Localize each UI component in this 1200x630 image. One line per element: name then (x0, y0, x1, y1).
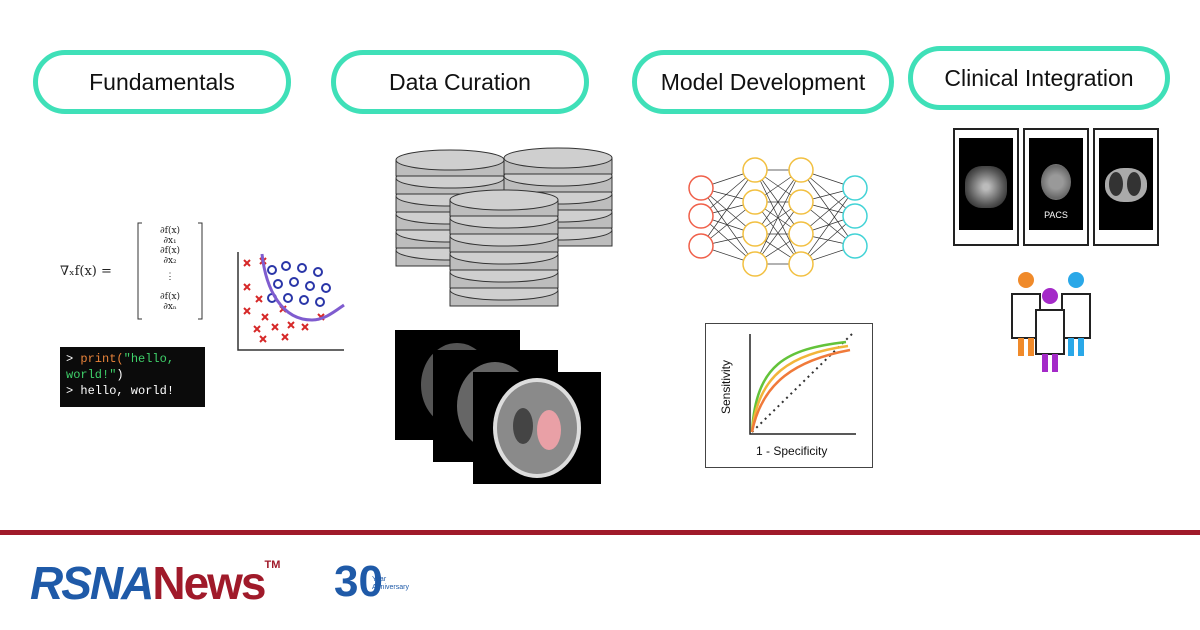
classification-plot-icon (237, 252, 345, 351)
code-terminal: > print("hello, world!") > hello, world! (60, 347, 205, 407)
footer-divider (0, 530, 1200, 535)
clinicians-icon (1011, 272, 1091, 372)
svg-text:∇ₓf(x) =: ∇ₓf(x) = (60, 264, 112, 279)
svg-text:∂f(x): ∂f(x) (160, 225, 180, 236)
svg-text:∂f(x): ∂f(x) (160, 291, 180, 302)
anniversary-label: Year Anniversary (372, 576, 409, 591)
model-development-pill: Model Development (632, 50, 894, 114)
roc-curve-panel: Sensitivity 1 - Specificity (705, 323, 873, 468)
fundamentals-pill: Fundamentals (33, 50, 291, 114)
ct-scan-stack (395, 330, 601, 484)
pacs-label: PACS (1044, 210, 1068, 220)
svg-text:⋮: ⋮ (166, 272, 175, 282)
roc-curve-plot (749, 333, 856, 435)
svg-text:∂x₂: ∂x₂ (163, 256, 177, 266)
svg-text:∂xₙ: ∂xₙ (163, 302, 177, 312)
roc-ylabel: Sensitivity (719, 359, 733, 415)
thirty-year-logo: 30 (334, 557, 383, 606)
neural-network-icon (688, 157, 868, 277)
svg-text:∂f(x): ∂f(x) (160, 245, 180, 256)
data-curation-pill: Data Curation (331, 50, 589, 114)
ct-chest-thumb (1093, 128, 1159, 246)
chest-xray-thumb (953, 128, 1019, 246)
pacs-thumb: PACS (1023, 128, 1089, 246)
gradient-formula: ∇ₓf(x) = ∂f(x)∂x₁ ∂f(x)∂x₂ ⋮ ∂f(x)∂xₙ (60, 222, 203, 320)
clinical-integration-pill: Clinical Integration (908, 46, 1170, 110)
svg-text:∂x₁: ∂x₁ (163, 236, 176, 246)
database-stacks-icon (395, 147, 613, 307)
rsna-news-logo: RSNANewsTM (30, 557, 281, 609)
roc-xlabel: 1 - Specificity (756, 444, 828, 458)
